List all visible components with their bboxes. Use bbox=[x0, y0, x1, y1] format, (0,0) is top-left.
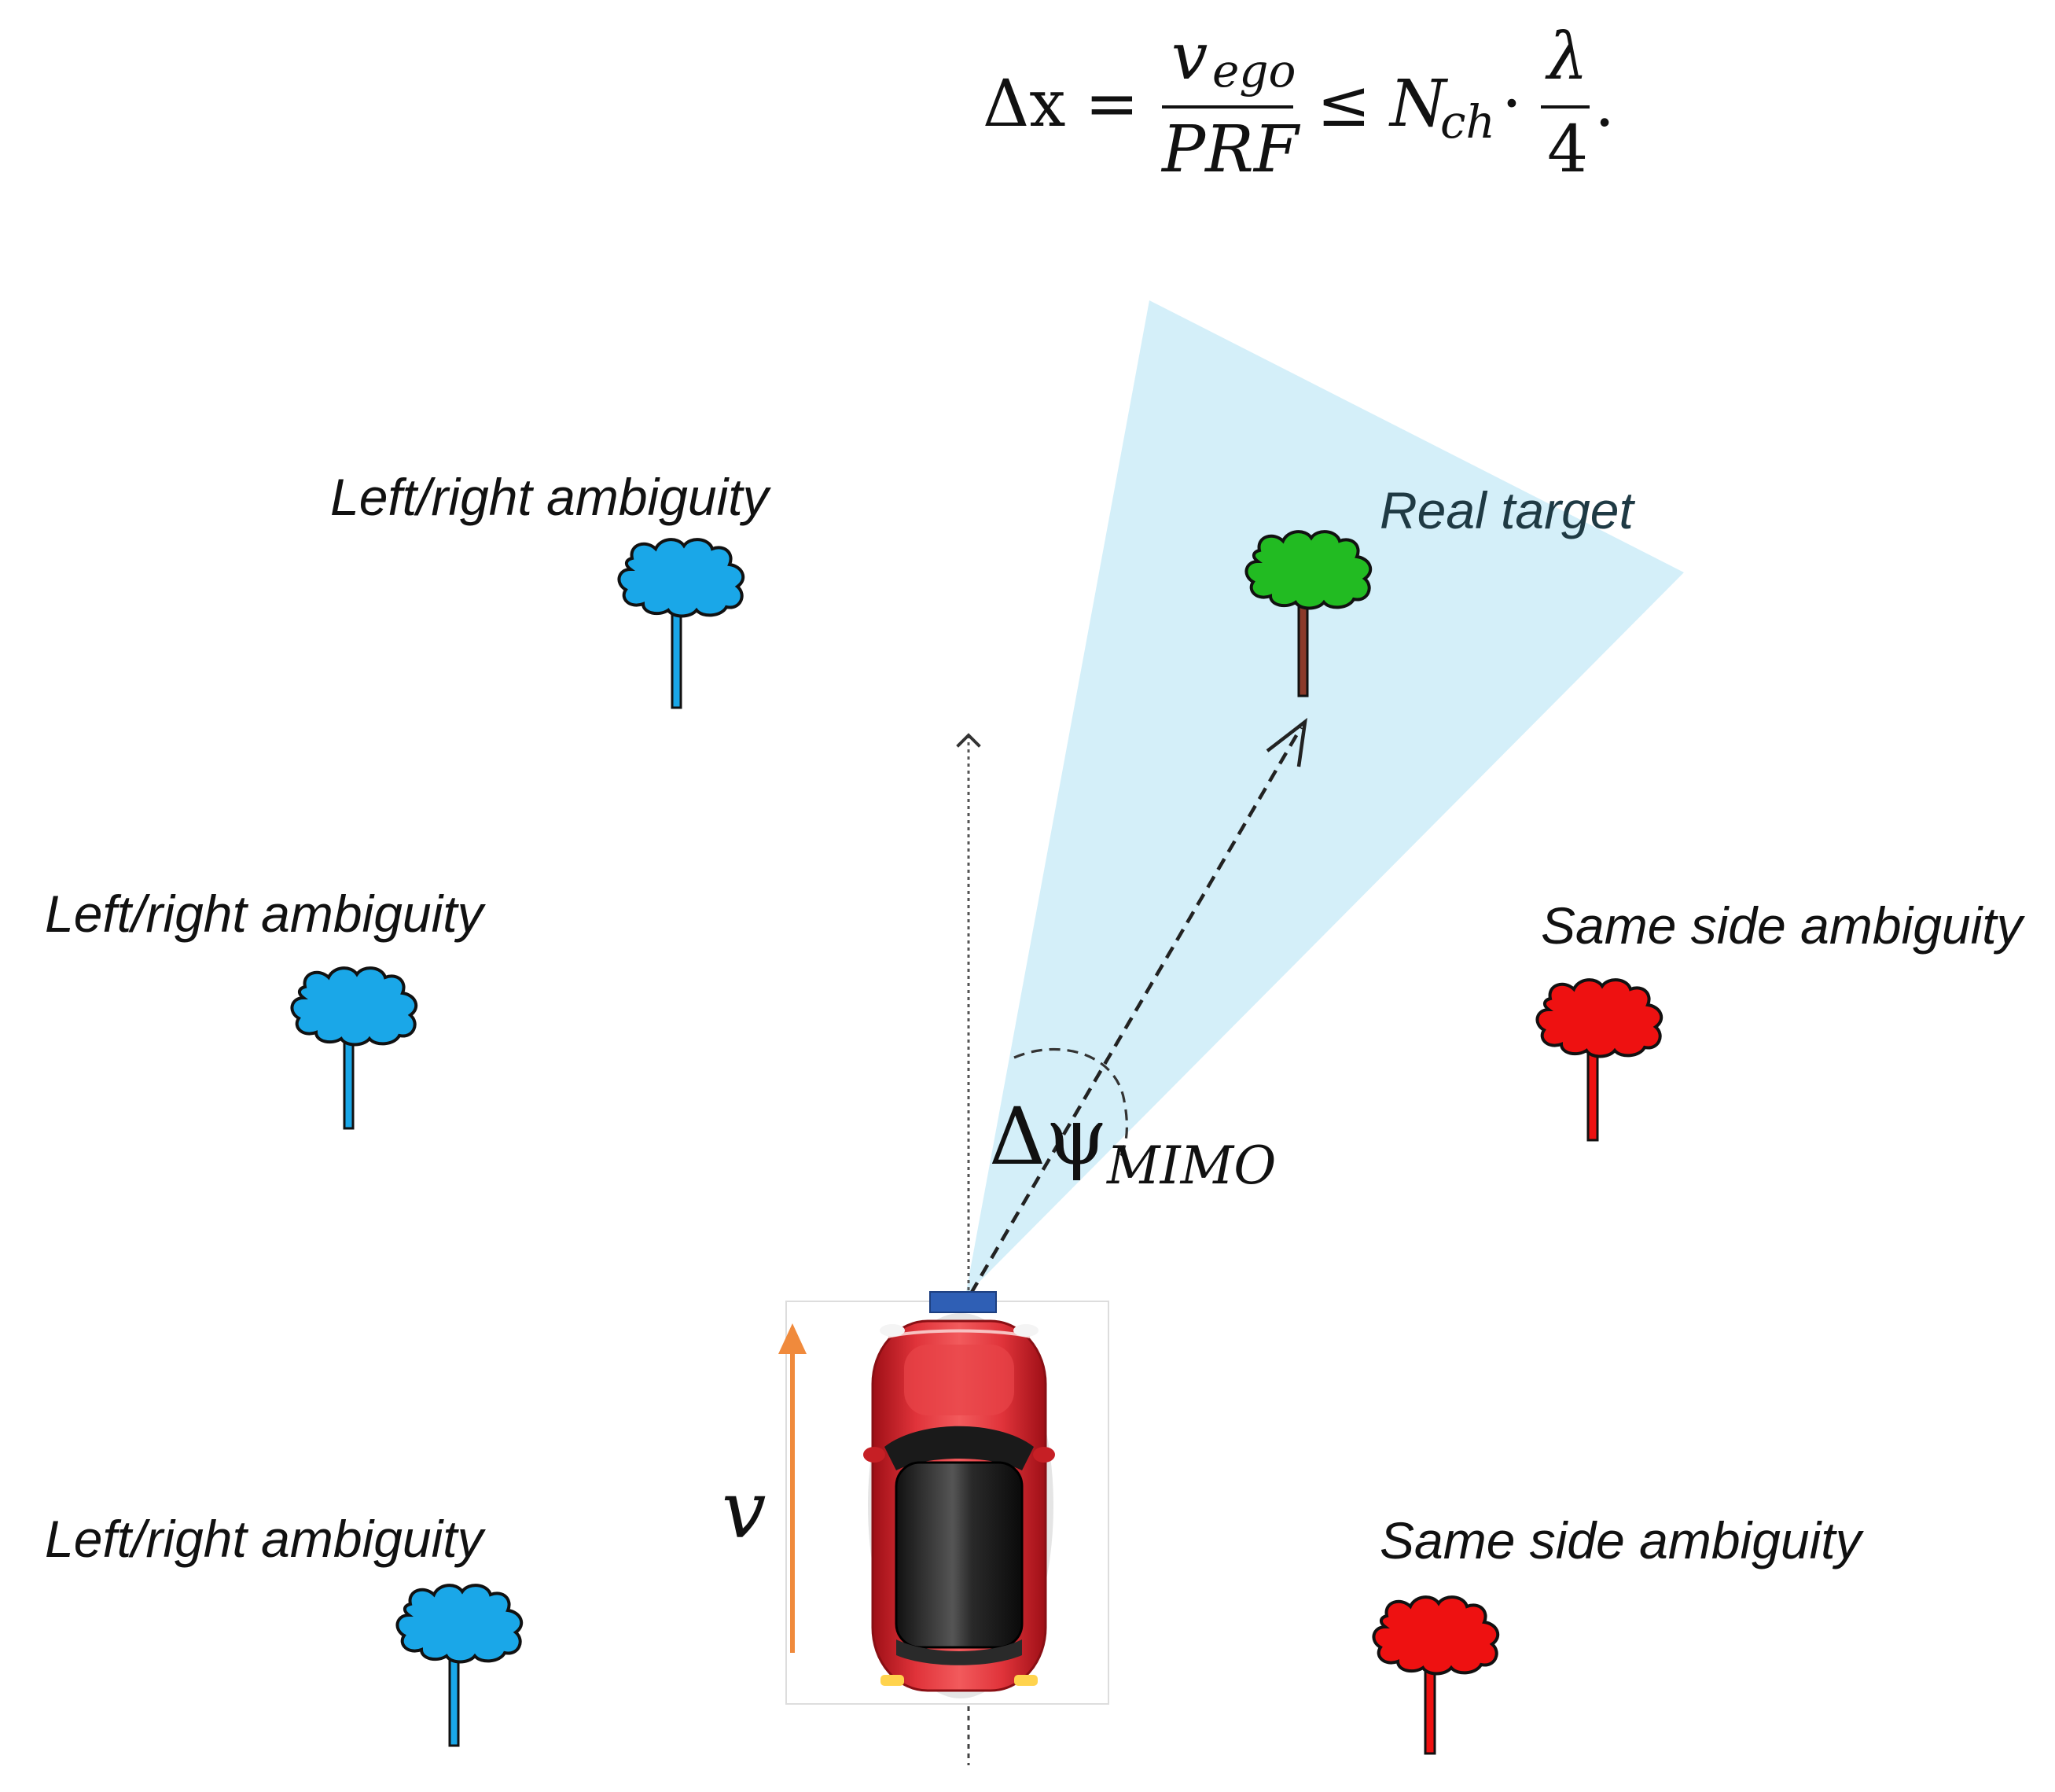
formula-four: 4 bbox=[1547, 112, 1588, 187]
radar-sensor-icon bbox=[929, 1291, 997, 1313]
angle-subscript: MIMO bbox=[1106, 1135, 1276, 1196]
target-arrow-head bbox=[1266, 717, 1307, 767]
tree-icon bbox=[1372, 1595, 1500, 1755]
velocity-arrow-head bbox=[778, 1323, 807, 1354]
tree-icon bbox=[290, 966, 418, 1130]
tree-icon bbox=[1244, 530, 1373, 697]
formula-prf: PRF bbox=[1160, 112, 1301, 187]
formula-equals: = bbox=[1085, 67, 1139, 142]
radar-beam bbox=[965, 300, 1684, 1296]
velocity-label: v bbox=[722, 1464, 766, 1556]
formula: Δx = v ego PRF ≤ N ch · λ 4 . bbox=[983, 20, 1615, 187]
formula-lhs: Δx bbox=[983, 67, 1065, 142]
tree-icon bbox=[617, 538, 745, 709]
target-direction-arrow bbox=[969, 726, 1303, 1295]
formula-lambda: λ bbox=[1545, 20, 1588, 94]
label-same-side-bottom: Same side ambiguity bbox=[1380, 1511, 1865, 1569]
formula-v-sub: ego bbox=[1212, 44, 1296, 98]
label-left-right-top: Left/right ambiguity bbox=[330, 468, 772, 526]
label-real-target: Real target bbox=[1380, 481, 1636, 539]
formula-n-sub: ch bbox=[1440, 95, 1495, 149]
label-same-side-top: Same side ambiguity bbox=[1541, 896, 2026, 955]
label-left-right-mid: Left/right ambiguity bbox=[45, 885, 487, 943]
formula-dot: · bbox=[1502, 67, 1522, 142]
formula-n: N bbox=[1388, 67, 1449, 142]
formula-period: . bbox=[1594, 67, 1615, 142]
label-left-right-bottom: Left/right ambiguity bbox=[45, 1510, 487, 1568]
formula-leq: ≤ bbox=[1317, 67, 1371, 142]
angle-arc bbox=[1013, 1047, 1128, 1157]
formula-v: v bbox=[1171, 20, 1208, 94]
tree-icon bbox=[1535, 978, 1663, 1142]
angle-symbol: Δψ bbox=[989, 1091, 1108, 1183]
tree-icon bbox=[395, 1584, 524, 1747]
car-icon bbox=[863, 1313, 1055, 1698]
